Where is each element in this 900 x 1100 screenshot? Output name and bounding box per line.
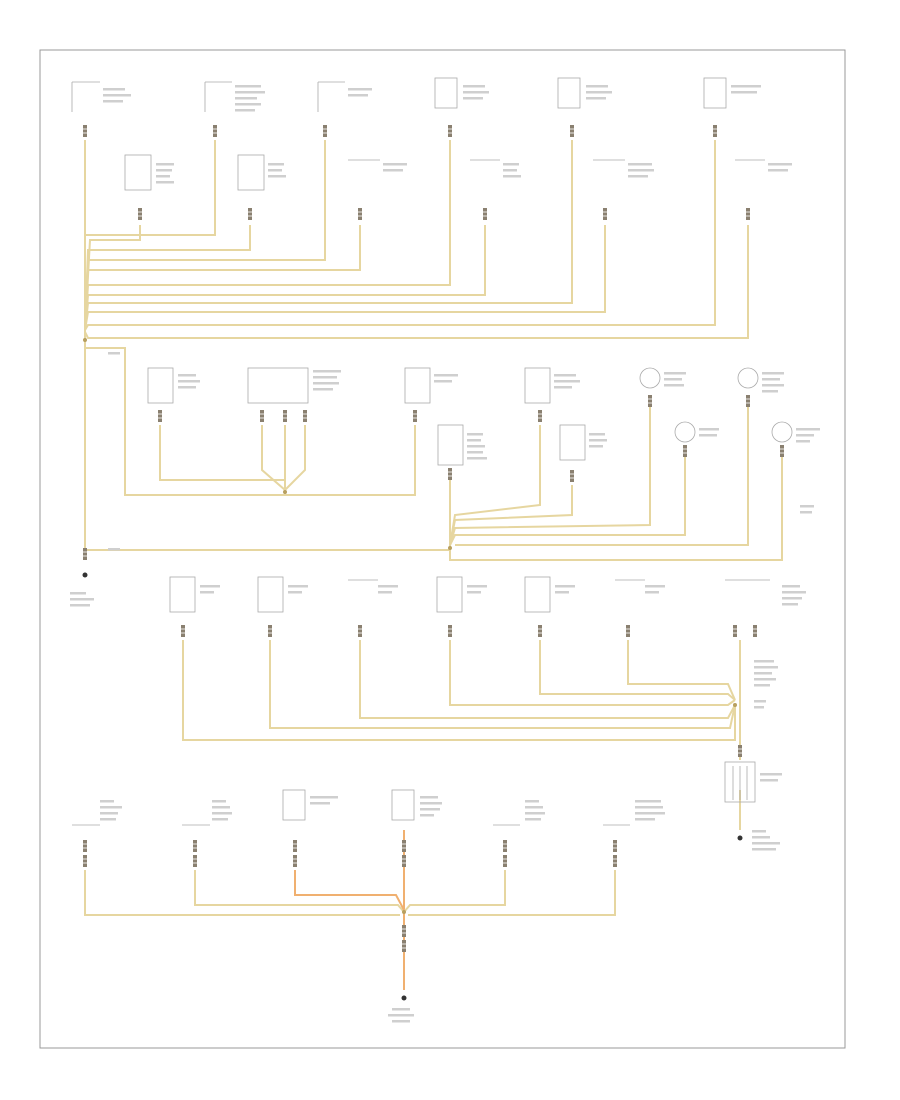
section-3-wiring xyxy=(84,830,616,990)
section-2-components xyxy=(169,576,770,803)
section-2-wiring xyxy=(182,640,741,830)
section-2-labels xyxy=(200,585,806,851)
ground-1 xyxy=(82,338,452,578)
section-3-components xyxy=(72,789,630,826)
section-1-wiring xyxy=(84,140,783,561)
ground-2 xyxy=(733,703,743,841)
section-2-connectors xyxy=(180,624,758,758)
section-3-labels xyxy=(100,796,665,1023)
diagram-frame xyxy=(39,49,846,1049)
section-1-components xyxy=(71,77,793,466)
ground-3 xyxy=(401,910,407,1001)
section-1-labels xyxy=(70,85,820,607)
